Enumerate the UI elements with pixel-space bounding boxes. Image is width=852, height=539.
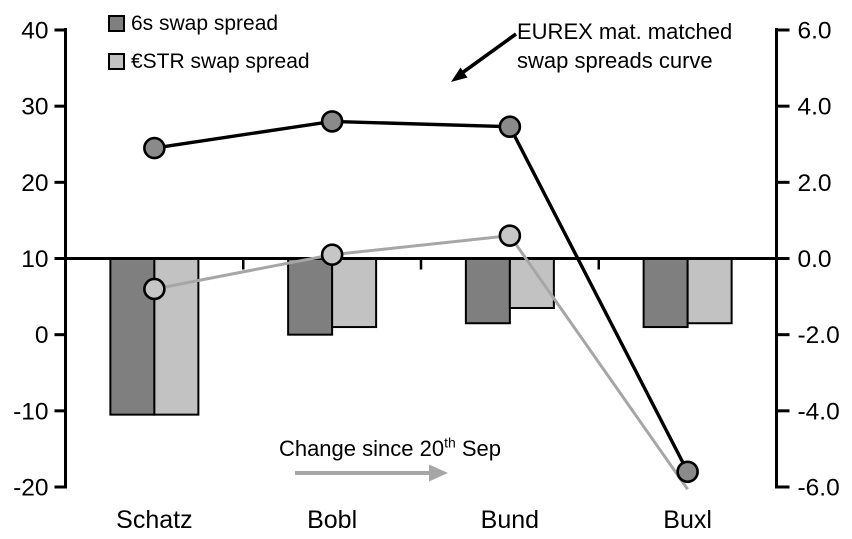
curve-annotation-line1: EUREX mat. matched xyxy=(517,19,733,44)
change-annotation-suffix: Sep xyxy=(455,436,502,461)
right-tick-label: 4.0 xyxy=(798,94,832,121)
legend-swatch-estr xyxy=(108,53,125,70)
data-point-6s-buxl xyxy=(676,460,699,484)
data-point-estr-bobl xyxy=(320,243,344,266)
data-point-estr-bund xyxy=(498,224,522,247)
axes-layer xyxy=(54,28,790,489)
curve-annotation-line2: swap spreads curve xyxy=(517,48,713,73)
right-tick-label: 6.0 xyxy=(798,18,832,45)
bar-6s-bobl xyxy=(287,257,334,336)
axis-labels-layer: 403020100-10-206.04.02.00.0-2.0-4.0-6.0S… xyxy=(13,18,840,535)
category-label-bund: Bund xyxy=(481,506,539,534)
right-tick-label: -6.0 xyxy=(798,475,840,502)
legend-label-estr: €STR swap spread xyxy=(131,50,310,73)
change-annotation: Change since 20th Sep xyxy=(250,436,530,462)
change-annotation-prefix: Change since 20 xyxy=(278,436,445,461)
change-note-arrow xyxy=(295,464,448,482)
change-annotation-superscript: th xyxy=(444,434,456,451)
bar-6s-bund xyxy=(464,257,511,325)
legend: 6s swap spread €STR swap spread xyxy=(108,13,310,72)
legend-item-estr: €STR swap spread xyxy=(108,51,310,72)
line-6s xyxy=(154,119,690,473)
left-tick-label: 20 xyxy=(21,170,48,197)
left-tick-label: -10 xyxy=(13,398,48,425)
legend-swatch-6s xyxy=(108,15,125,32)
bar-estr-buxl xyxy=(686,257,733,325)
legend-item-6s: 6s swap spread xyxy=(108,13,310,34)
right-tick-label: -2.0 xyxy=(798,322,840,349)
data-point-6s-bobl xyxy=(320,110,344,133)
category-label-schatz: Schatz xyxy=(116,506,192,534)
data-point-6s-schatz xyxy=(143,136,166,160)
left-tick-label: 40 xyxy=(21,18,48,45)
data-point-estr-schatz xyxy=(143,277,166,301)
category-label-bobl: Bobl xyxy=(307,506,357,534)
data-point-6s-bund xyxy=(498,115,522,139)
line-estr xyxy=(154,234,689,491)
markers-layer xyxy=(143,110,699,484)
right-tick-label: 2.0 xyxy=(798,170,832,197)
category-label-buxl: Buxl xyxy=(663,506,712,534)
left-tick-label: 10 xyxy=(21,246,48,273)
left-tick-label: 0 xyxy=(35,322,49,349)
bar-6s-buxl xyxy=(642,257,689,329)
right-tick-label: 0.0 xyxy=(798,246,832,273)
lines-layer xyxy=(154,119,690,491)
curve-note-arrow xyxy=(451,32,518,82)
left-tick-label: -20 xyxy=(13,475,48,502)
left-tick-label: 30 xyxy=(21,94,48,121)
bars-layer xyxy=(109,257,733,416)
legend-label-6s: 6s swap spread xyxy=(131,12,279,35)
curve-annotation: EUREX mat. matched swap spreads curve xyxy=(517,17,732,75)
right-tick-label: -4.0 xyxy=(798,398,840,425)
bar-estr-bobl xyxy=(331,257,378,329)
